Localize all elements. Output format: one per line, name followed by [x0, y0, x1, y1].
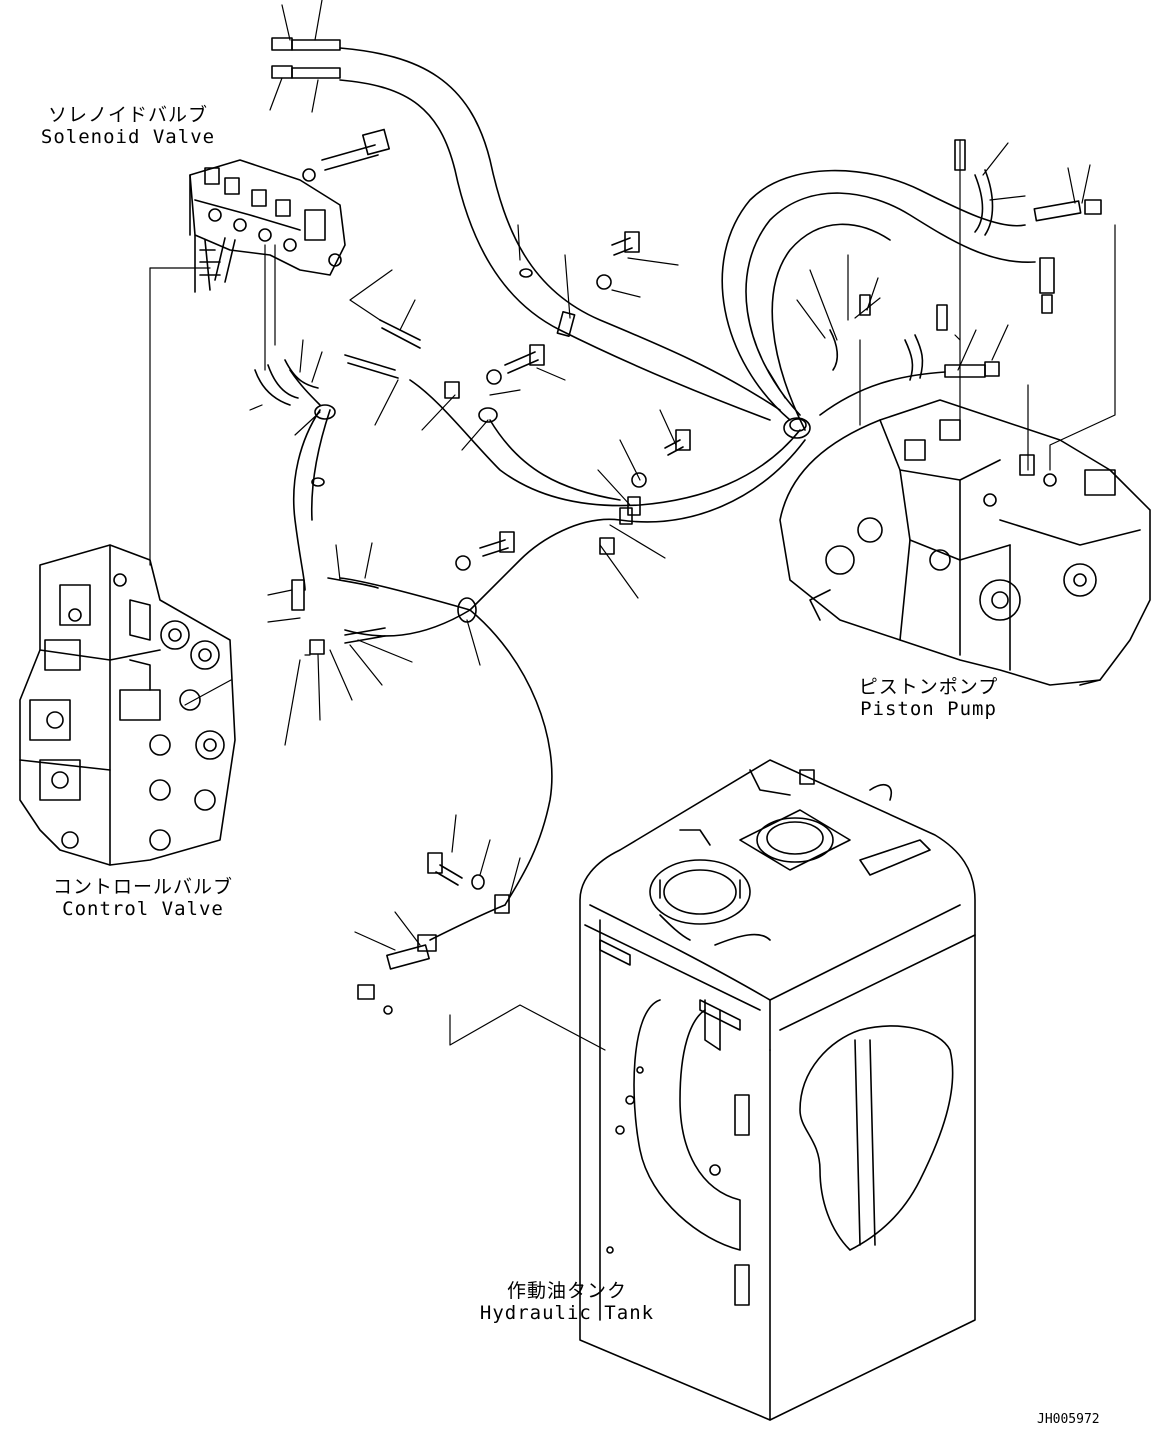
- control-valve-label-jp: コントロールバルブ: [53, 876, 234, 898]
- drawing-code: JH005972: [1037, 1412, 1100, 1427]
- solenoid-valve-label-en: Solenoid Valve: [40, 126, 216, 148]
- hose-lines: [289, 47, 1036, 941]
- solenoid-valve-label-jp: ソレノイドバルブ: [47, 104, 208, 126]
- piston-pump-label-jp: ピストンポンプ: [858, 676, 999, 698]
- control-valve-drawing: [19, 544, 236, 866]
- hydraulic-tank-label: 作動油タンク Hydraulic Tank: [474, 1280, 660, 1324]
- solenoid-valve-drawing: [189, 159, 346, 293]
- hose-fittings: [254, 37, 1102, 1015]
- clamps: [311, 268, 811, 914]
- hydraulic-tank-drawing: [579, 759, 976, 1421]
- leader-lines: [149, 0, 1116, 1051]
- hydraulic-tank-label-en: Hydraulic Tank: [479, 1302, 655, 1324]
- control-valve-label: コントロールバルブ Control Valve: [53, 876, 233, 920]
- control-valve-label-en: Control Valve: [62, 898, 224, 920]
- piston-pump-drawing: [779, 399, 1151, 686]
- piston-pump-label-en: Piston Pump: [860, 698, 997, 720]
- bolts-and-washers: [302, 128, 691, 890]
- piston-pump-label: ピストンポンプ Piston Pump: [856, 676, 1001, 720]
- solenoid-valve-label: ソレノイドバルブ Solenoid Valve: [38, 104, 218, 148]
- hydraulic-tank-label-jp: 作動油タンク: [506, 1280, 627, 1302]
